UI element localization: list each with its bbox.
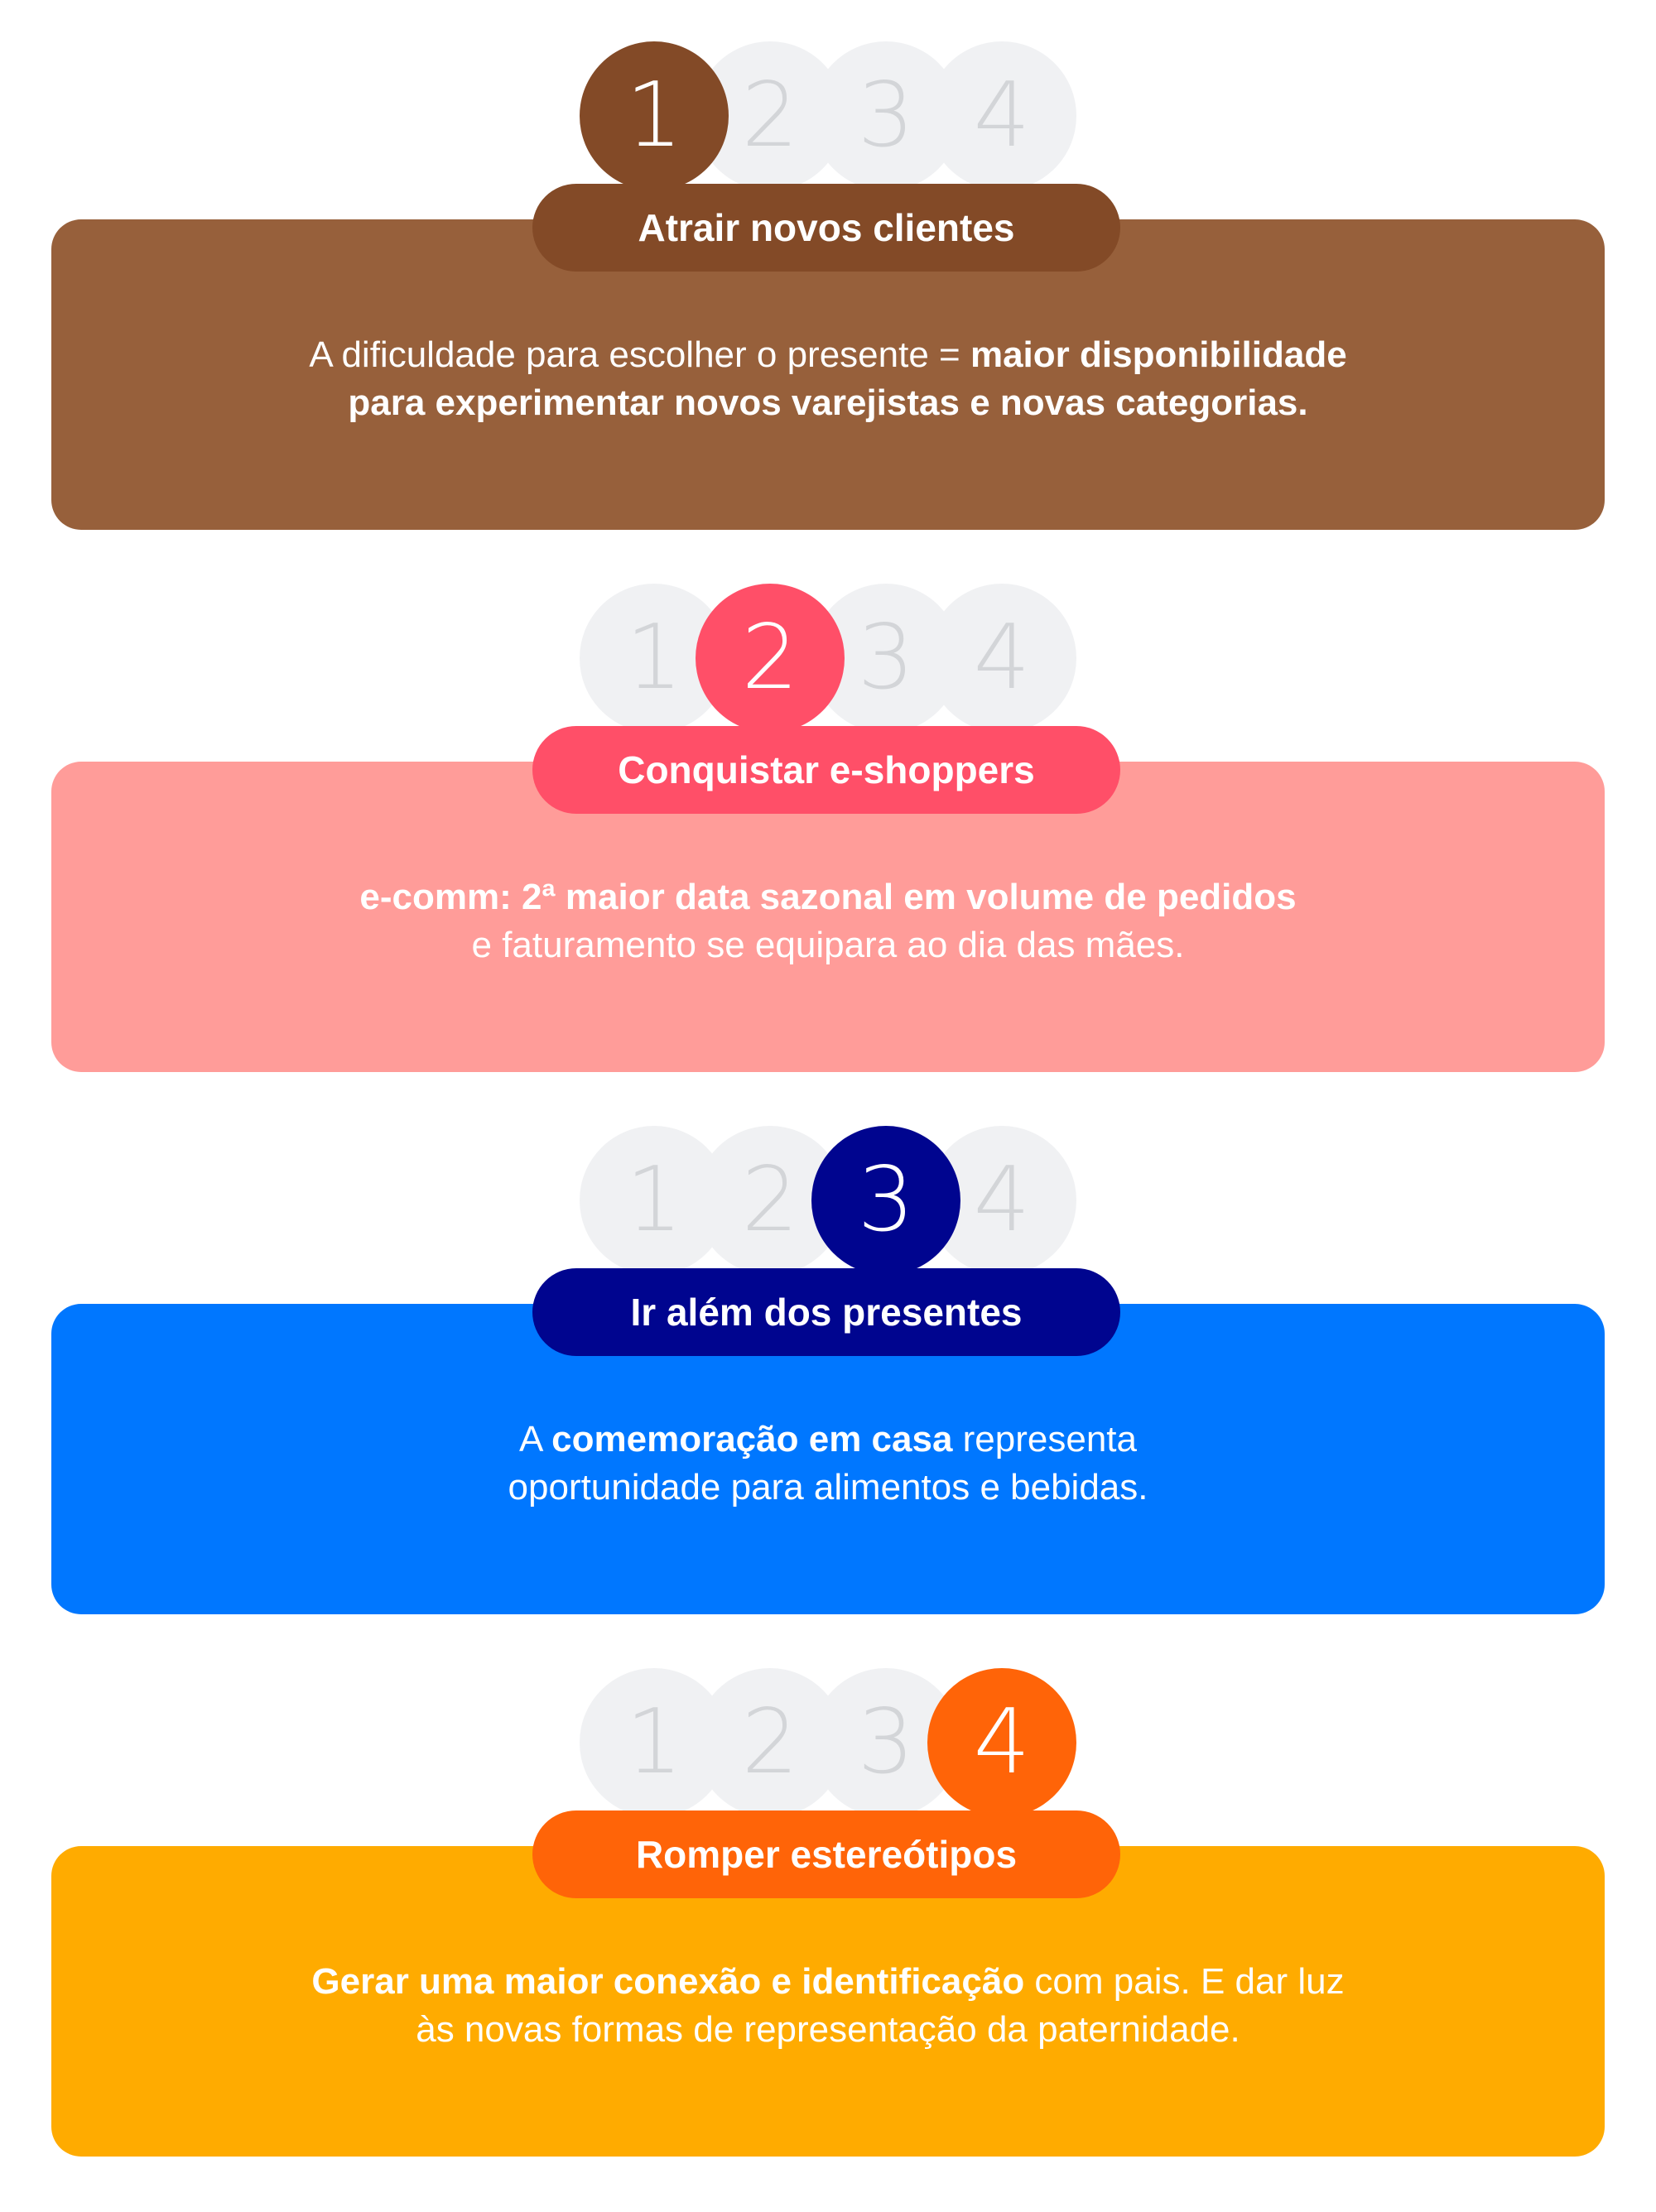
- section-title-pill: Ir além dos presentes: [532, 1268, 1120, 1356]
- card-description: e-comm: 2ª maior data sazonal em volume …: [51, 873, 1605, 969]
- description-line: A dificuldade para escolher o presente =…: [51, 331, 1605, 379]
- body-text: representa: [952, 1419, 1137, 1459]
- description-line: oportunidade para alimentos e bebidas.: [51, 1464, 1605, 1512]
- description-line: Gerar uma maior conexão e identificação …: [51, 1958, 1605, 2006]
- step-circle: 4: [927, 41, 1076, 190]
- section-title-pill: Atrair novos clientes: [532, 184, 1120, 272]
- section-title-pill: Romper estereótipos: [532, 1810, 1120, 1898]
- step-circle: 3: [811, 41, 960, 190]
- description-line: A comemoração em casa representa: [51, 1416, 1605, 1464]
- description-line: às novas formas de representação da pate…: [51, 2006, 1605, 2054]
- emphasis-text: para experimentar novos varejistas e nov…: [348, 382, 1308, 423]
- step-circle-active: 4: [927, 1668, 1076, 1817]
- step-circle-active: 1: [580, 41, 729, 190]
- body-text: oportunidade para alimentos e bebidas.: [508, 1467, 1148, 1508]
- body-text: A dificuldade para escolher o presente =: [309, 334, 970, 375]
- body-text: A: [518, 1419, 552, 1459]
- body-text: com pais. E dar luz: [1024, 1961, 1345, 2002]
- description-line: e-comm: 2ª maior data sazonal em volume …: [51, 873, 1605, 921]
- emphasis-text: maior disponibilidade: [970, 334, 1347, 375]
- card-description: Gerar uma maior conexão e identificação …: [51, 1958, 1605, 2054]
- section-title-pill: Conquistar e-shoppers: [532, 726, 1120, 814]
- emphasis-text: Gerar uma maior conexão e identificação: [311, 1961, 1025, 2002]
- card-description: A dificuldade para escolher o presente =…: [51, 331, 1605, 427]
- description-line: e faturamento se equipara ao dia das mãe…: [51, 921, 1605, 969]
- body-text: e faturamento se equipara ao dia das mãe…: [471, 925, 1185, 965]
- step-circle-active: 2: [696, 584, 845, 733]
- step-circle: 2: [696, 1126, 845, 1275]
- description-line: para experimentar novos varejistas e nov…: [51, 379, 1605, 427]
- body-text: às novas formas de representação da pate…: [416, 2009, 1240, 2050]
- emphasis-text: comemoração em casa: [551, 1419, 953, 1459]
- step-circle-active: 3: [811, 1126, 960, 1275]
- step-circle: 4: [927, 1126, 1076, 1275]
- step-circle: 4: [927, 584, 1076, 733]
- emphasis-text: e-comm: 2ª maior data sazonal em volume …: [359, 877, 1297, 917]
